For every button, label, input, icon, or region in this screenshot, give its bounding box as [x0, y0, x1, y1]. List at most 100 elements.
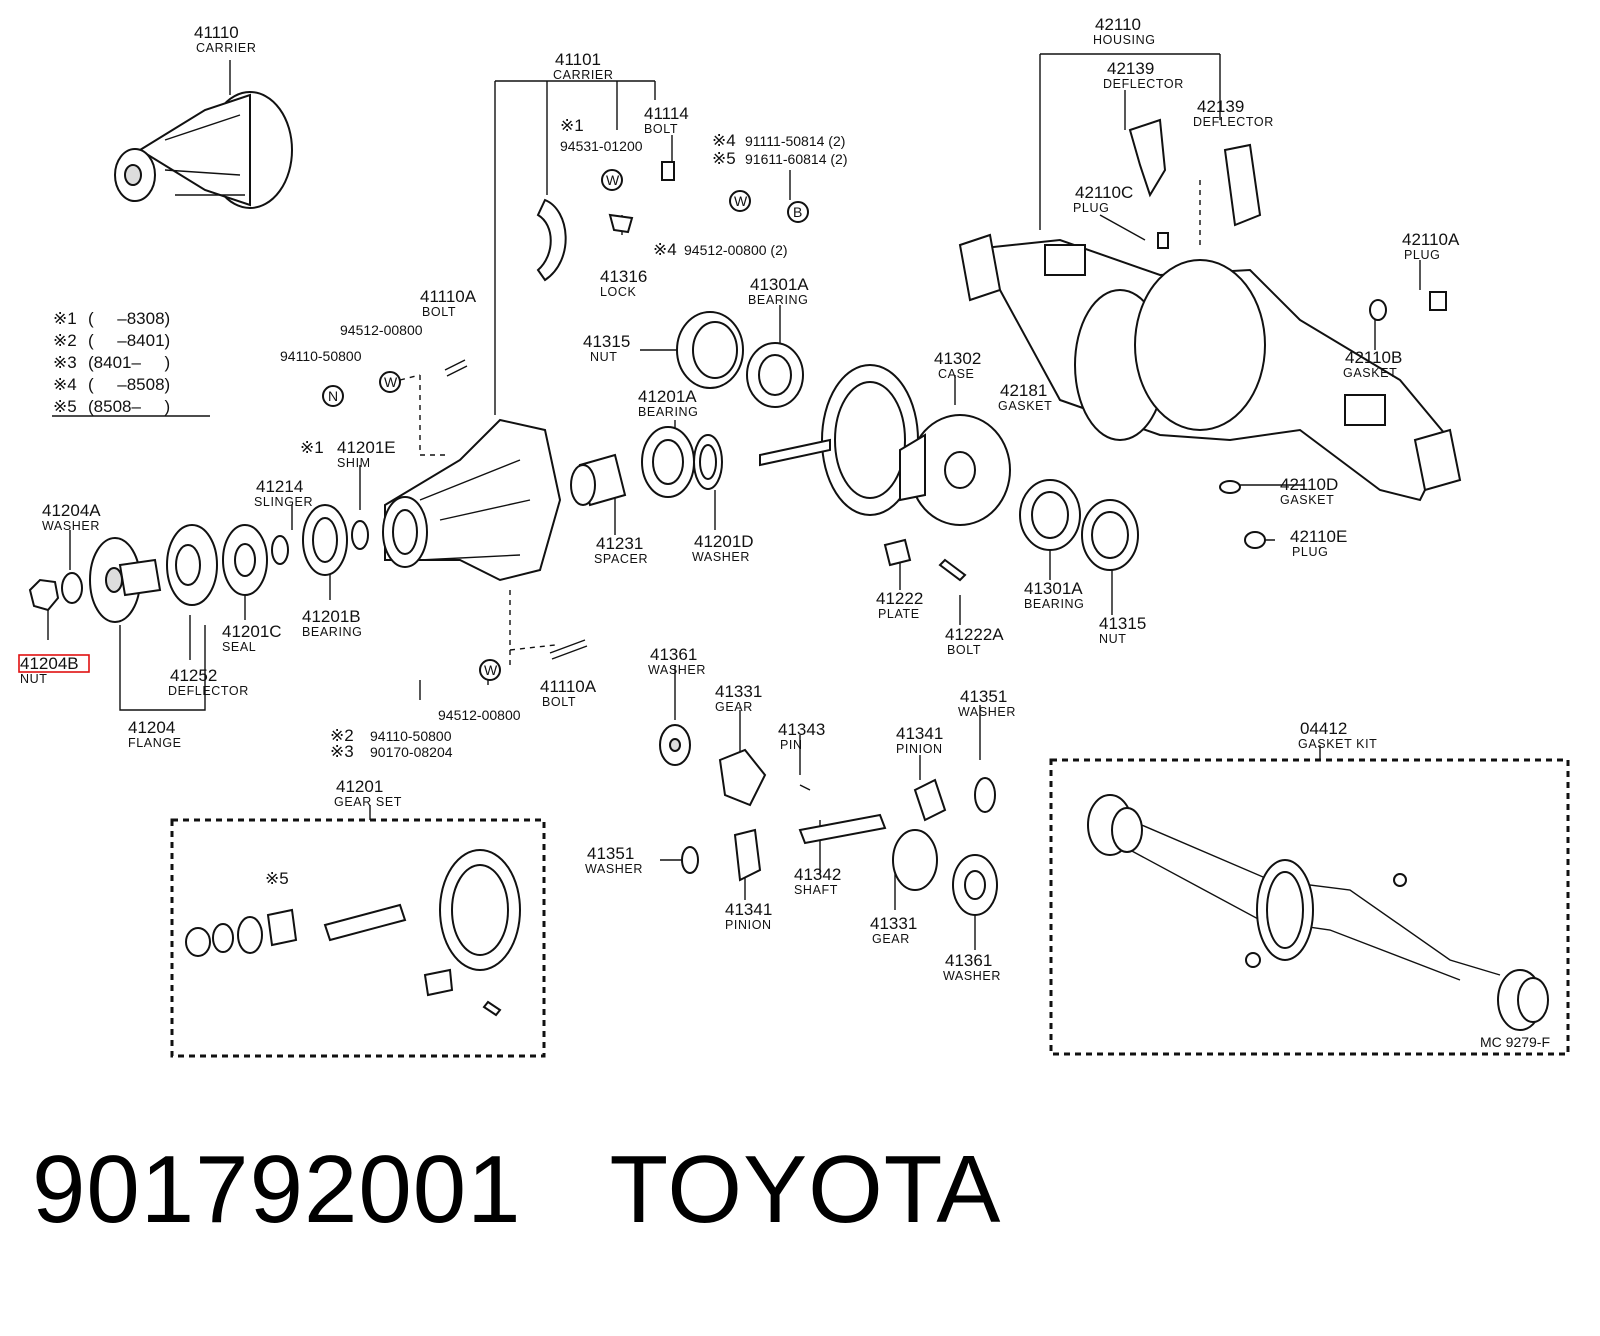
- callout-number: 41252: [170, 666, 217, 685]
- callout-name: NUT: [1099, 632, 1127, 646]
- legend-mark: ※4: [53, 375, 77, 394]
- callout-number: 42110A: [1402, 230, 1460, 249]
- callout-number: 41201B: [302, 607, 361, 626]
- callout-number: 42110: [1095, 15, 1141, 34]
- callout-number: 41214: [256, 477, 303, 496]
- gasket-42110D-drawing: [1219, 480, 1241, 494]
- callout-number: 41110A: [420, 287, 477, 306]
- callout-number: 41204: [128, 718, 175, 737]
- nut-symbol: N: [328, 388, 338, 404]
- nut-41315-top-drawing: [676, 311, 744, 389]
- callout-number: 41331: [870, 914, 917, 933]
- callout-name: CARRIER: [196, 41, 256, 55]
- legend-mark: ※5: [53, 397, 77, 416]
- callout-number: 41361: [945, 951, 992, 970]
- callout-name: HOUSING: [1093, 33, 1156, 47]
- part-number: 94512-00800: [438, 707, 521, 723]
- note-mark: ※2: [330, 726, 354, 745]
- gasket-42110B-drawing: [1369, 299, 1387, 321]
- callout-name: GASKET: [1280, 493, 1334, 507]
- date-legend: ※1 ( –8308) ※2 ( –8401) ※3 (8401– ) ※4 (…: [53, 309, 170, 416]
- callout-name: WASHER: [585, 862, 643, 876]
- callout-number: 41301A: [750, 275, 809, 294]
- callout-number: 41361: [650, 645, 697, 664]
- drawing-code: MC 9279-F: [1480, 1034, 1551, 1050]
- callout-name: GASKET: [1343, 366, 1397, 380]
- callout-number: 41101: [555, 50, 601, 69]
- part-number: 94512-00800: [340, 322, 423, 338]
- callout-number: 41110: [194, 23, 239, 42]
- axle-housing-drawing: [958, 233, 1462, 502]
- callout-name: WASHER: [42, 519, 100, 533]
- callout-number: 42110E: [1290, 527, 1347, 546]
- callout-name: BOLT: [947, 643, 981, 657]
- callout-name: PLATE: [878, 607, 920, 621]
- callout-number: 41204A: [42, 501, 101, 520]
- callout-name: GEAR SET: [334, 795, 402, 809]
- gasket-kit-drawing: [1087, 794, 1549, 1031]
- bolt-41110A-top-drawing: [444, 359, 468, 377]
- callout-number: 41110A: [540, 677, 597, 696]
- differential-internals-drawing: [659, 724, 998, 916]
- legend-mark: ※1: [53, 309, 77, 328]
- callout-number: 41351: [587, 844, 634, 863]
- note-mark: ※5: [712, 149, 736, 168]
- legend-range: (8508– ): [88, 397, 170, 416]
- callout-number: 41201D: [694, 532, 754, 551]
- bearing-41301A-top-drawing: [746, 342, 804, 408]
- plug-42110E-drawing: [1244, 531, 1266, 549]
- callout-name: SEAL: [222, 640, 256, 654]
- part-number: 91611-60814 (2): [745, 151, 847, 167]
- callout-number: 42110D: [1280, 475, 1338, 494]
- deflector-right-drawing: [1223, 143, 1262, 227]
- callout-name: WASHER: [958, 705, 1016, 719]
- note-mark: ※1: [560, 116, 584, 135]
- callout-number: 41114: [644, 104, 689, 123]
- callout-number: 41315: [583, 332, 630, 351]
- note-mark: ※5: [265, 869, 289, 888]
- callout-number: 41201: [336, 777, 383, 796]
- callout-number: 41341: [725, 900, 772, 919]
- symbol-letters: W W B N W W: [328, 172, 802, 678]
- callout-number: 41201E: [337, 438, 396, 457]
- ring-gear-case-drawing: [759, 364, 1011, 526]
- footer-brand: TOYOTA: [609, 1136, 1002, 1243]
- callout-number: 42139: [1197, 97, 1244, 116]
- callout-name: BEARING: [302, 625, 362, 639]
- callout-number: 41331: [715, 682, 762, 701]
- callout-number: 42181: [1000, 381, 1047, 400]
- washer-symbol: W: [734, 193, 748, 209]
- callout-number: 41201C: [222, 622, 282, 641]
- washer-symbol: W: [606, 172, 620, 188]
- footer: 901792001 TOYOTA: [32, 1135, 1089, 1245]
- callout-name: WASHER: [648, 663, 706, 677]
- note-marks: ※1 ※4 ※5 ※4 ※1 ※2 ※3 ※5: [265, 116, 736, 888]
- callout-number: 41342: [794, 865, 841, 884]
- legend-range: (8401– ): [88, 353, 170, 372]
- washer-symbol: W: [484, 662, 498, 678]
- callout-name: GASKET KIT: [1298, 737, 1377, 751]
- callout-name: CARRIER: [553, 68, 613, 82]
- note-mark: ※4: [653, 240, 677, 259]
- callout-name: LOCK: [600, 285, 637, 299]
- callout-name: CASE: [938, 367, 974, 381]
- callout-number: 41302: [934, 349, 981, 368]
- part-number: 90170-08204: [370, 744, 453, 760]
- callout-name: DEFLECTOR: [1193, 115, 1274, 129]
- callout-number: 41222A: [945, 625, 1004, 644]
- carrier-housing-drawing: [382, 418, 562, 582]
- callout-name: FLANGE: [128, 736, 182, 750]
- callout-name: BOLT: [422, 305, 456, 319]
- legend-mark: ※3: [53, 353, 77, 372]
- callout-name: BEARING: [748, 293, 808, 307]
- callout-number: 41341: [896, 724, 943, 743]
- symbol-circles: [322, 169, 809, 681]
- bolt-41110A-bottom-drawing: [549, 639, 588, 660]
- legend-range: ( –8401): [88, 331, 170, 350]
- callout-name: GASKET: [998, 399, 1052, 413]
- footer-part-number: 901792001: [32, 1136, 522, 1243]
- callout-name: BOLT: [542, 695, 576, 709]
- part-number: 91111-50814 (2): [745, 133, 845, 149]
- callout-name: GEAR: [872, 932, 910, 946]
- callout-number: 42110B: [1345, 348, 1402, 367]
